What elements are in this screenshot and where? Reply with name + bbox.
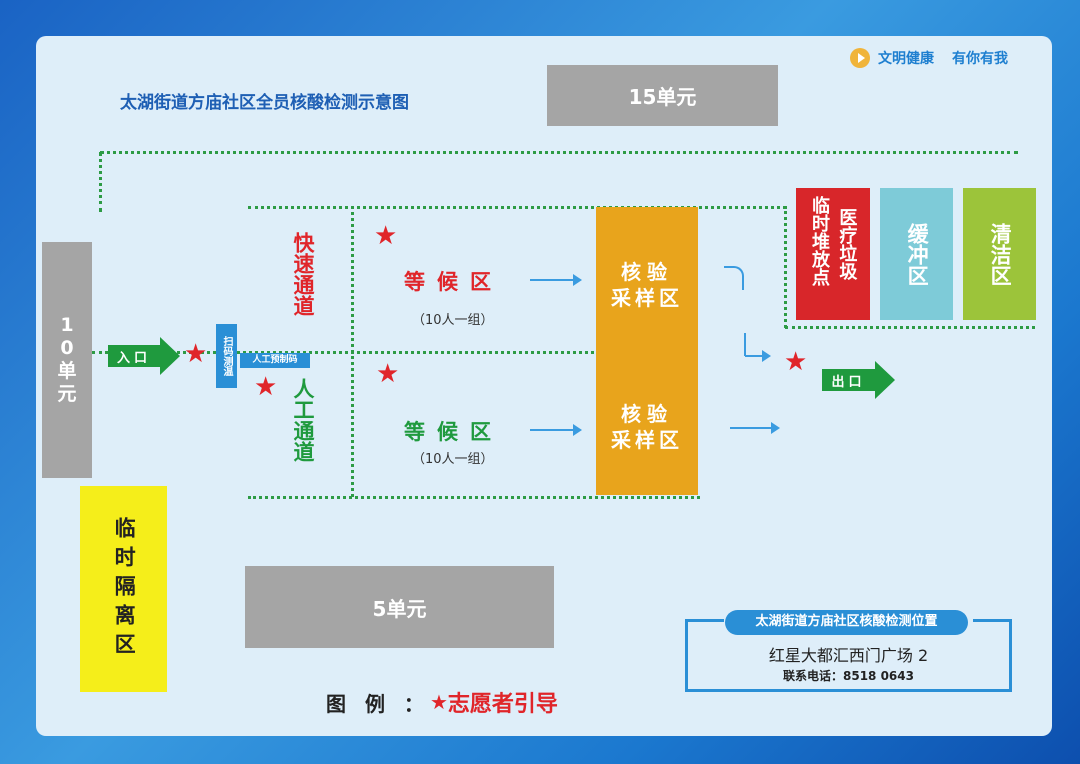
dotted-line bbox=[248, 496, 700, 499]
dotted-line bbox=[351, 206, 354, 497]
sampling-area-fast: 核验采样区 bbox=[611, 260, 683, 310]
manual-lane-label: 人工通道 bbox=[291, 378, 315, 462]
play-icon bbox=[850, 48, 870, 68]
sampling-area-manual: 核验采样区 bbox=[611, 402, 683, 452]
volunteer-star: ★ bbox=[254, 372, 278, 402]
volunteer-star: ★ bbox=[376, 359, 400, 389]
group-note: （10人一组） bbox=[412, 452, 494, 467]
dotted-line bbox=[248, 206, 786, 209]
volunteer-star: ★ bbox=[184, 339, 208, 369]
building-15: 15单元 bbox=[547, 65, 778, 126]
slogan-1: 文明健康 bbox=[878, 51, 934, 67]
dotted-line bbox=[92, 351, 690, 354]
flow-arrow bbox=[730, 422, 780, 434]
location-phone: 联系电话：8518 0643 bbox=[783, 669, 914, 683]
isolation-zone: 临时隔离区 bbox=[80, 486, 167, 692]
location-info-box bbox=[685, 619, 1012, 692]
sampling-block bbox=[596, 207, 698, 495]
location-header: 太湖街道方庙社区核酸检测位置 bbox=[725, 610, 968, 635]
waiting-area-manual: 等候区 bbox=[404, 420, 503, 444]
group-note: （10人一组） bbox=[412, 313, 494, 328]
legend: 图 例 ： ★ 志愿者引导 bbox=[326, 686, 558, 718]
flow-arrow bbox=[530, 274, 582, 286]
dotted-line bbox=[100, 151, 1018, 154]
legend-star-icon: ★ bbox=[429, 690, 448, 714]
dotted-line bbox=[785, 326, 1035, 329]
entrance-arrow: 入口 bbox=[108, 337, 180, 375]
medical-waste-zone: 临时堆放点 医疗垃圾 bbox=[796, 188, 870, 320]
dotted-line bbox=[784, 206, 787, 328]
flow-arrow bbox=[744, 333, 746, 356]
slogan-2: 有你有我 bbox=[952, 51, 1008, 67]
exit-arrow: 出口 bbox=[822, 361, 895, 399]
volunteer-star: ★ bbox=[374, 221, 398, 251]
building-10: 10单元 bbox=[42, 242, 92, 478]
page-title: 太湖街道方庙社区全员核酸检测示意图 bbox=[120, 93, 409, 113]
volunteer-star: ★ bbox=[784, 347, 808, 377]
slogan: 文明健康 有你有我 bbox=[850, 48, 1008, 68]
dotted-line bbox=[99, 152, 102, 212]
location-address: 红星大都汇西门广场 2 bbox=[768, 646, 929, 665]
legend-text: 志愿者引导 bbox=[447, 692, 558, 717]
waiting-area-fast: 等候区 bbox=[404, 270, 503, 294]
flow-arrow bbox=[724, 266, 744, 290]
building-5: 5单元 bbox=[245, 566, 554, 648]
manual-code-station: 人工预制码 bbox=[240, 353, 310, 368]
legend-label: 图 例 ： bbox=[326, 691, 430, 716]
scan-temperature-station: 扫码测温 bbox=[216, 324, 237, 388]
fast-lane-label: 快速通道 bbox=[291, 232, 315, 316]
buffer-zone: 缓冲区 bbox=[880, 188, 953, 320]
flow-arrow bbox=[745, 350, 771, 362]
flow-arrow bbox=[530, 424, 582, 436]
clean-zone: 清洁区 bbox=[963, 188, 1036, 320]
